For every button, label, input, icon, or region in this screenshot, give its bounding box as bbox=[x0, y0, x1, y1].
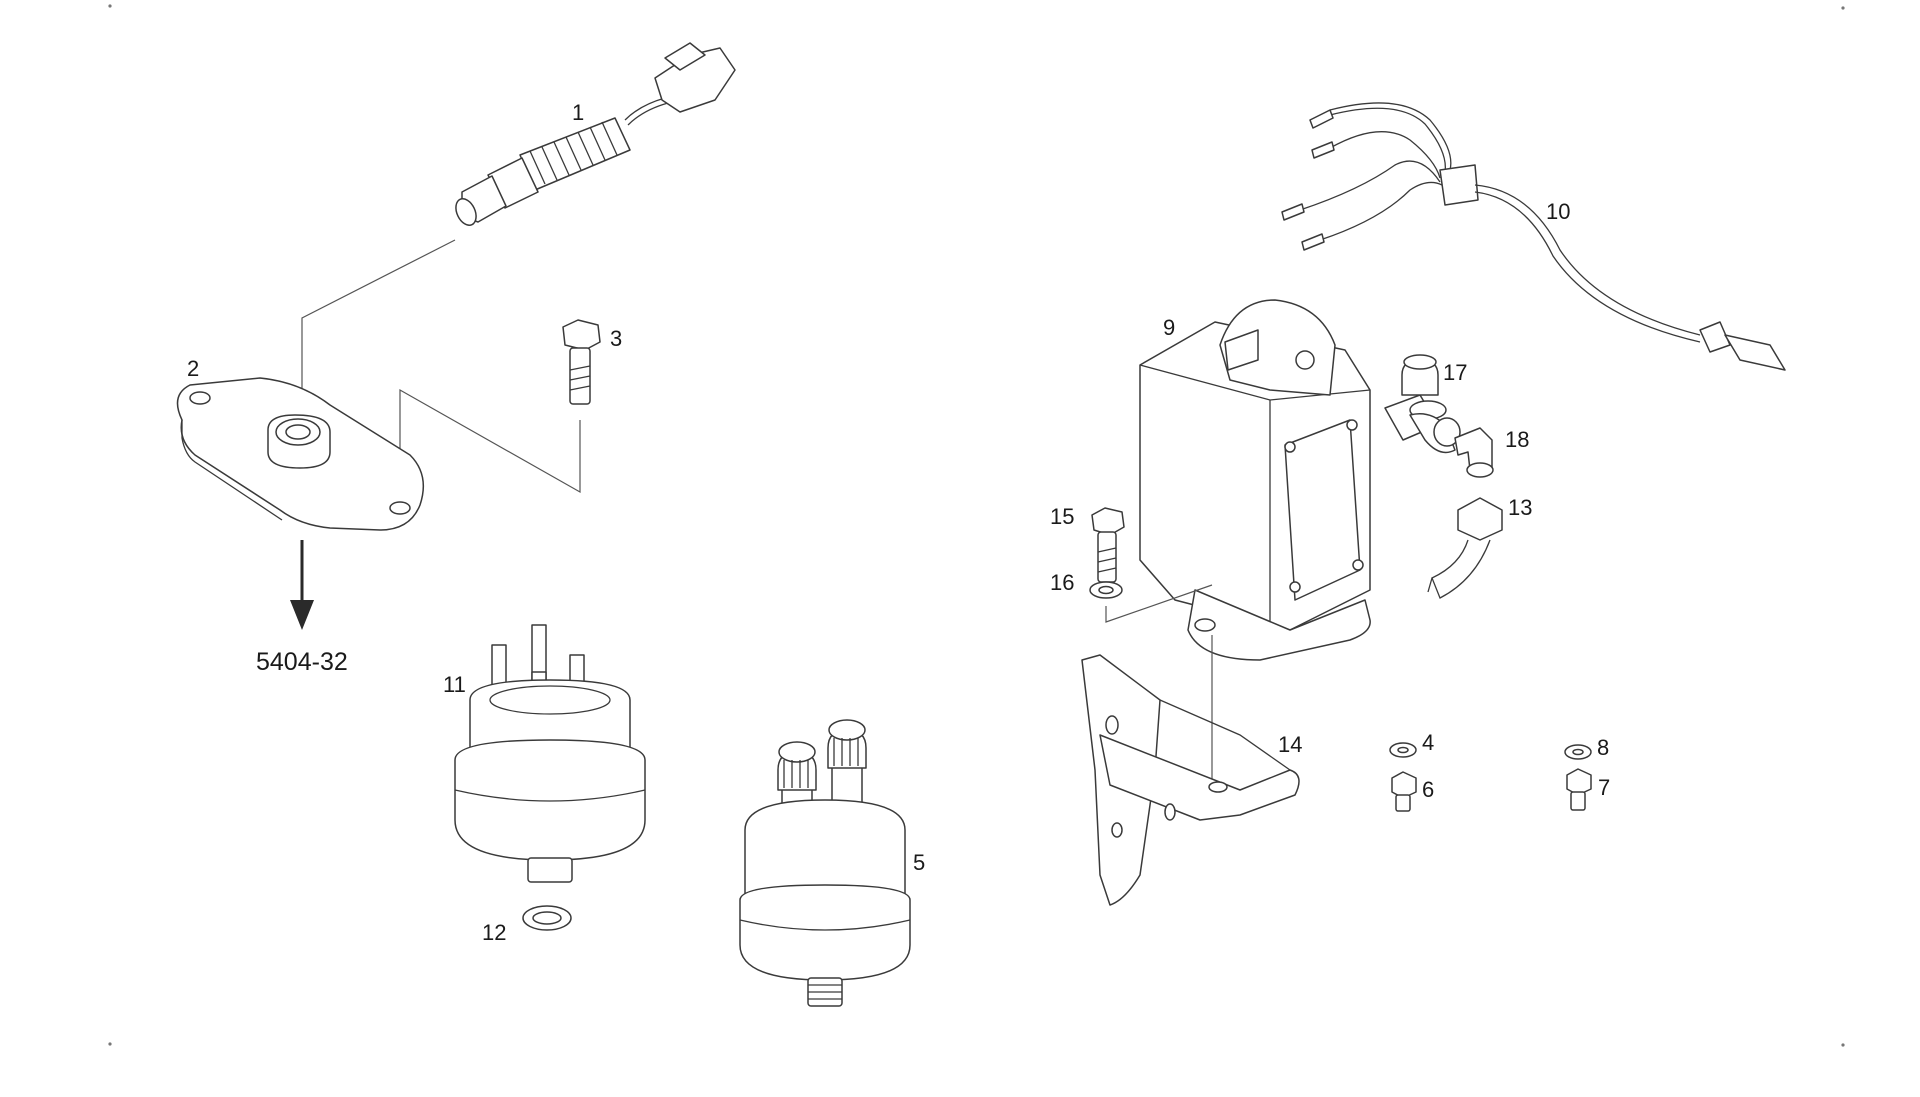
part-12-washer bbox=[522, 905, 572, 931]
label-part-15: 15 bbox=[1050, 504, 1074, 529]
label-part-5: 5 bbox=[913, 850, 925, 875]
part-2-mounting-plate bbox=[176, 377, 425, 531]
leader-3-2 bbox=[399, 388, 581, 494]
label-part-9: 9 bbox=[1163, 315, 1175, 340]
part-3-bolt bbox=[562, 319, 601, 405]
part-9-actuator-box bbox=[1139, 299, 1371, 661]
label-part-3: 3 bbox=[610, 326, 622, 351]
part-8-washer bbox=[1564, 744, 1592, 760]
leader-15-9 bbox=[1105, 584, 1213, 623]
part-1-speed-sensor bbox=[455, 42, 736, 226]
label-part-6: 6 bbox=[1422, 777, 1434, 802]
part-6-fitting bbox=[1391, 771, 1417, 812]
part-11-pressure-switch bbox=[454, 624, 646, 883]
part-4-washer bbox=[1389, 742, 1417, 758]
label-part-13: 13 bbox=[1508, 495, 1532, 520]
label-part-7: 7 bbox=[1598, 775, 1610, 800]
reference-arrow bbox=[290, 540, 314, 630]
callout-labels: 1 2 3 4 5 6 7 8 9 10 11 12 13 14 15 16 1… bbox=[187, 100, 1610, 945]
part-18-elbow-fitting bbox=[1454, 427, 1494, 478]
part-13-hose bbox=[1427, 497, 1503, 599]
part-10-wiring-harness bbox=[1281, 102, 1786, 371]
label-part-12: 12 bbox=[482, 920, 506, 945]
label-part-16: 16 bbox=[1050, 570, 1074, 595]
leader-1-2 bbox=[301, 239, 456, 420]
reference-label: 5404-32 bbox=[256, 648, 348, 676]
label-part-10: 10 bbox=[1546, 199, 1570, 224]
label-part-4: 4 bbox=[1422, 730, 1434, 755]
label-part-14: 14 bbox=[1278, 732, 1302, 757]
part-17-tee-fitting bbox=[1384, 354, 1461, 454]
label-part-17: 17 bbox=[1443, 360, 1467, 385]
label-part-8: 8 bbox=[1597, 735, 1609, 760]
label-part-1: 1 bbox=[572, 100, 584, 125]
part-7-fitting bbox=[1566, 768, 1592, 811]
part-5-pressure-sender bbox=[739, 719, 911, 1007]
part-16-washer bbox=[1089, 581, 1123, 599]
part-15-bolt bbox=[1091, 507, 1125, 583]
label-part-18: 18 bbox=[1505, 427, 1529, 452]
label-part-2: 2 bbox=[187, 356, 199, 381]
label-part-11: 11 bbox=[443, 672, 466, 697]
corner-marks bbox=[108, 4, 1845, 1047]
part-14-bracket bbox=[1081, 654, 1300, 906]
